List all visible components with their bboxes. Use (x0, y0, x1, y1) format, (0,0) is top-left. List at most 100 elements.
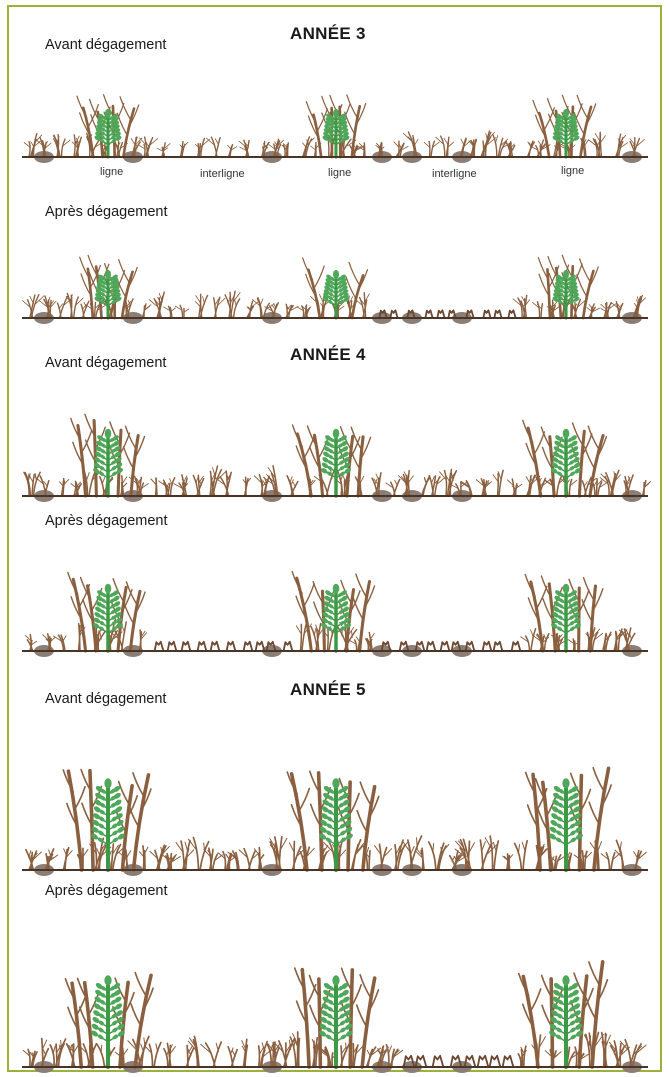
cut-stump (182, 642, 191, 651)
competing-branch (582, 600, 592, 622)
sprout-stem (299, 1038, 300, 1067)
sprout-stem (83, 1044, 89, 1067)
cut-stump (490, 1056, 501, 1067)
sprout-branch (185, 842, 188, 852)
sprout-stem (323, 303, 325, 318)
sprout-branch (32, 641, 37, 644)
competing-branch (523, 420, 533, 442)
competing-branch (120, 97, 130, 119)
sprout-stem (606, 853, 609, 870)
sprout-branch (122, 477, 126, 484)
sprout-stem (143, 846, 144, 870)
competing-branch (119, 260, 129, 282)
scene-panel-2 (22, 255, 648, 324)
competing-stem (319, 979, 321, 1067)
sprout-stem (429, 842, 436, 870)
sprout-branch (444, 138, 448, 145)
cut-stump (483, 642, 492, 651)
sprout-stem (596, 479, 597, 496)
competing-branch (306, 102, 316, 124)
cut-stump (483, 310, 490, 318)
sprout-stem (353, 1044, 354, 1067)
competing-branch (533, 100, 543, 122)
sprout-stem (181, 841, 184, 870)
sprout-branch (367, 1050, 370, 1056)
sprout-branch (314, 628, 316, 636)
sprout-stem (526, 636, 530, 651)
crop-tree-top (105, 270, 111, 279)
competing-stem (551, 979, 552, 1067)
sprout-stem (423, 476, 429, 496)
sprout-stem (56, 1044, 57, 1067)
sprout-stem (369, 851, 370, 870)
competing-branch (314, 266, 324, 288)
sprout-stem (187, 1045, 188, 1067)
crop-tree-top (333, 109, 339, 118)
competing-branch (357, 1005, 367, 1027)
sprout-stem (234, 299, 240, 318)
sprout-stem (50, 637, 51, 651)
crop-tree-top (563, 429, 570, 439)
sprout-stem (585, 851, 587, 870)
sprout-stem (332, 1053, 333, 1067)
sprout-stem (62, 139, 66, 157)
sprout-branch (122, 483, 127, 487)
crop-tree-top (333, 429, 340, 439)
sprout-stem (302, 622, 307, 651)
sprout-stem (58, 303, 61, 318)
sprout-stem (429, 476, 433, 496)
cut-stump (512, 642, 521, 651)
sprout-stem (545, 634, 549, 651)
cut-stump (494, 642, 503, 651)
sprout-branch (417, 838, 418, 849)
sprout-stem (154, 1043, 161, 1067)
scene-panel-5 (22, 768, 648, 876)
sprout-branch (260, 299, 263, 306)
competing-branch (586, 998, 596, 1020)
cut-stump (508, 310, 515, 318)
sprout-branch (30, 296, 34, 304)
sprout-stem (201, 138, 205, 157)
sprout-branch (518, 845, 519, 854)
competing-branch (82, 430, 92, 452)
sprout-branch (86, 472, 89, 480)
cut-stump (211, 642, 220, 651)
scene-panel-4 (22, 571, 648, 657)
cut-stump (478, 1056, 489, 1067)
sprout-stem (537, 302, 539, 318)
competing-branch (124, 602, 134, 624)
sprout-branch (461, 139, 464, 145)
competing-branch (360, 782, 370, 804)
competing-stem (549, 584, 555, 651)
sprout-stem (74, 135, 75, 157)
sprout-stem (159, 298, 160, 318)
sprout-stem (339, 849, 340, 870)
sprout-stem (499, 470, 503, 496)
sprout-stem (338, 306, 339, 318)
sprout-stem (206, 1043, 215, 1067)
sprout-branch (496, 136, 498, 143)
sprout-stem (164, 1049, 168, 1067)
sprout-stem (364, 143, 365, 157)
sprout-stem (582, 851, 583, 870)
sprout-branch (526, 477, 530, 484)
competing-branch (77, 96, 87, 118)
sprout-branch (184, 309, 189, 312)
cut-stump (227, 642, 236, 651)
sprout-stem (521, 1050, 522, 1067)
sprout-branch (235, 300, 237, 306)
sprout-stem (29, 142, 30, 157)
sprout-stem (518, 1054, 521, 1067)
cut-stump (244, 642, 253, 651)
sprout-stem (474, 139, 476, 157)
competing-branch (126, 426, 136, 448)
sprout-stem (341, 1046, 342, 1067)
sprout-stem (582, 481, 586, 496)
competing-branch (135, 973, 145, 995)
sprout-stem (259, 1046, 260, 1067)
cut-stump (284, 642, 293, 651)
cut-stump (390, 310, 397, 318)
competing-branch (133, 773, 143, 795)
sprout-branch (594, 481, 597, 486)
sprout-stem (144, 145, 145, 157)
